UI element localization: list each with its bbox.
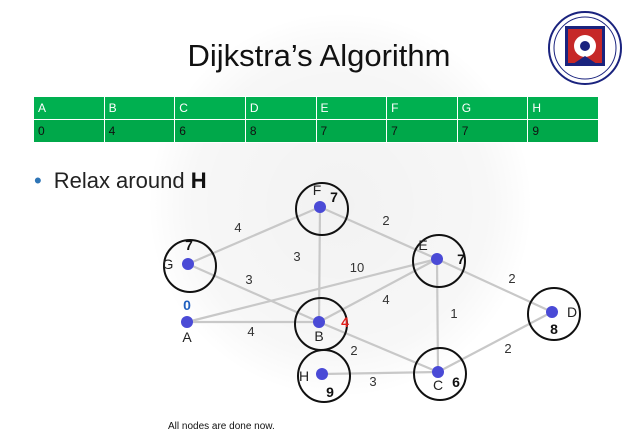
header-cell: H bbox=[527, 96, 599, 120]
edge-weight-A-E: 10 bbox=[350, 260, 364, 275]
university-logo bbox=[548, 11, 622, 85]
edge-F-E bbox=[319, 205, 438, 261]
node-distance-F: 7 bbox=[330, 189, 338, 205]
node-label-A: A bbox=[182, 329, 192, 345]
edge-weight-B-C: 2 bbox=[350, 343, 357, 358]
node-ring-F bbox=[295, 182, 349, 236]
node-distance-E: 7 bbox=[457, 251, 465, 267]
edge-weight-B-E: 4 bbox=[382, 292, 389, 307]
edge-weight-E-D: 2 bbox=[508, 271, 515, 286]
bullet-text: Relax around bbox=[53, 168, 185, 193]
node-distance-H: 9 bbox=[326, 384, 334, 400]
header-cell: C bbox=[174, 96, 246, 120]
header-cell: F bbox=[386, 96, 458, 120]
node-label-H: H bbox=[299, 368, 309, 384]
edge-C-D bbox=[437, 311, 553, 373]
node-distance-B: 4 bbox=[341, 314, 349, 330]
node-label-D: D bbox=[567, 304, 577, 320]
node-H bbox=[316, 368, 328, 380]
edge-weight-G-F: 4 bbox=[234, 220, 241, 235]
edge-weight-C-D: 2 bbox=[504, 341, 511, 356]
table-row: 0 4 6 8 7 7 7 9 bbox=[33, 119, 599, 143]
node-distance-G: 7 bbox=[185, 237, 193, 253]
header-cell: B bbox=[103, 96, 176, 120]
value-cell: 9 bbox=[527, 119, 599, 143]
edge-E-C bbox=[435, 258, 440, 373]
node-label-F: F bbox=[313, 182, 322, 198]
value-cell: 4 bbox=[103, 119, 176, 143]
value-cell: 0 bbox=[33, 119, 105, 143]
node-ring-E bbox=[412, 234, 466, 288]
distance-table: A B C D E F G H 0 4 6 8 7 7 7 9 bbox=[33, 96, 599, 143]
node-ring-C bbox=[413, 347, 467, 401]
value-cell: 6 bbox=[174, 119, 246, 143]
slide-title: Dijkstra’s Algorithm bbox=[187, 38, 451, 73]
edge-F-B bbox=[317, 206, 322, 323]
bullet-item: • Relax around H bbox=[34, 168, 207, 194]
node-label-E: E bbox=[418, 237, 427, 253]
edge-H-C bbox=[321, 370, 439, 376]
caption: All nodes are done now. bbox=[168, 421, 275, 432]
node-label-B: B bbox=[314, 328, 323, 344]
node-G bbox=[182, 258, 194, 270]
header-cell: E bbox=[315, 96, 388, 120]
edge-weight-H-C: 3 bbox=[369, 374, 376, 389]
value-cell: 7 bbox=[456, 119, 529, 143]
node-C bbox=[432, 366, 444, 378]
value-cell: 7 bbox=[386, 119, 458, 143]
node-distance-A: 0 bbox=[183, 297, 191, 313]
edge-A-E bbox=[186, 257, 438, 324]
edge-weight-F-E: 2 bbox=[382, 213, 389, 228]
edge-E-D bbox=[436, 258, 553, 313]
node-distance-C: 6 bbox=[452, 374, 460, 390]
bullet-icon: • bbox=[34, 168, 42, 193]
edge-weight-A-B: 4 bbox=[247, 324, 254, 339]
node-B bbox=[313, 316, 325, 328]
bullet-node-label: H bbox=[190, 168, 207, 193]
node-label-C: C bbox=[433, 377, 443, 393]
node-label-G: G bbox=[163, 256, 174, 272]
node-ring-H bbox=[297, 349, 351, 403]
node-distance-D: 8 bbox=[550, 321, 558, 337]
edge-weight-G-B: 3 bbox=[245, 272, 252, 287]
edge-weight-F-B: 3 bbox=[293, 249, 300, 264]
header-cell: G bbox=[456, 96, 529, 120]
header-cell: D bbox=[244, 96, 317, 120]
node-F bbox=[314, 201, 326, 213]
value-cell: 8 bbox=[244, 119, 317, 143]
node-ring-D bbox=[527, 287, 581, 341]
node-E bbox=[431, 253, 443, 265]
table-header-row: A B C D E F G H bbox=[33, 96, 599, 120]
edge-B-C bbox=[318, 320, 439, 374]
node-A bbox=[181, 316, 193, 328]
edge-weight-E-C: 1 bbox=[450, 306, 457, 321]
edge-B-E bbox=[318, 258, 438, 323]
value-cell: 7 bbox=[315, 119, 388, 143]
node-D bbox=[546, 306, 558, 318]
node-ring-G bbox=[163, 239, 217, 293]
